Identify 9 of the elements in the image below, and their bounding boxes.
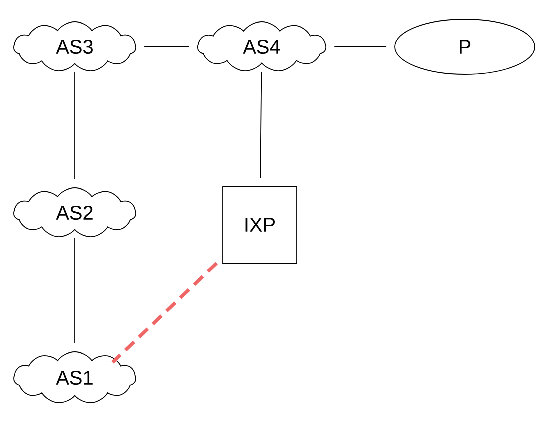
cloud-node: AS4	[197, 22, 327, 72]
square-box: IXP	[222, 186, 298, 264]
link-line	[144, 46, 190, 48]
link-line	[334, 46, 387, 48]
dashed-link	[112, 262, 218, 364]
cloud-node: AS2	[14, 188, 136, 238]
cloud-node: AS3	[14, 22, 136, 72]
cloud-node: AS1	[14, 352, 136, 404]
ellipse-node: P	[394, 19, 536, 75]
